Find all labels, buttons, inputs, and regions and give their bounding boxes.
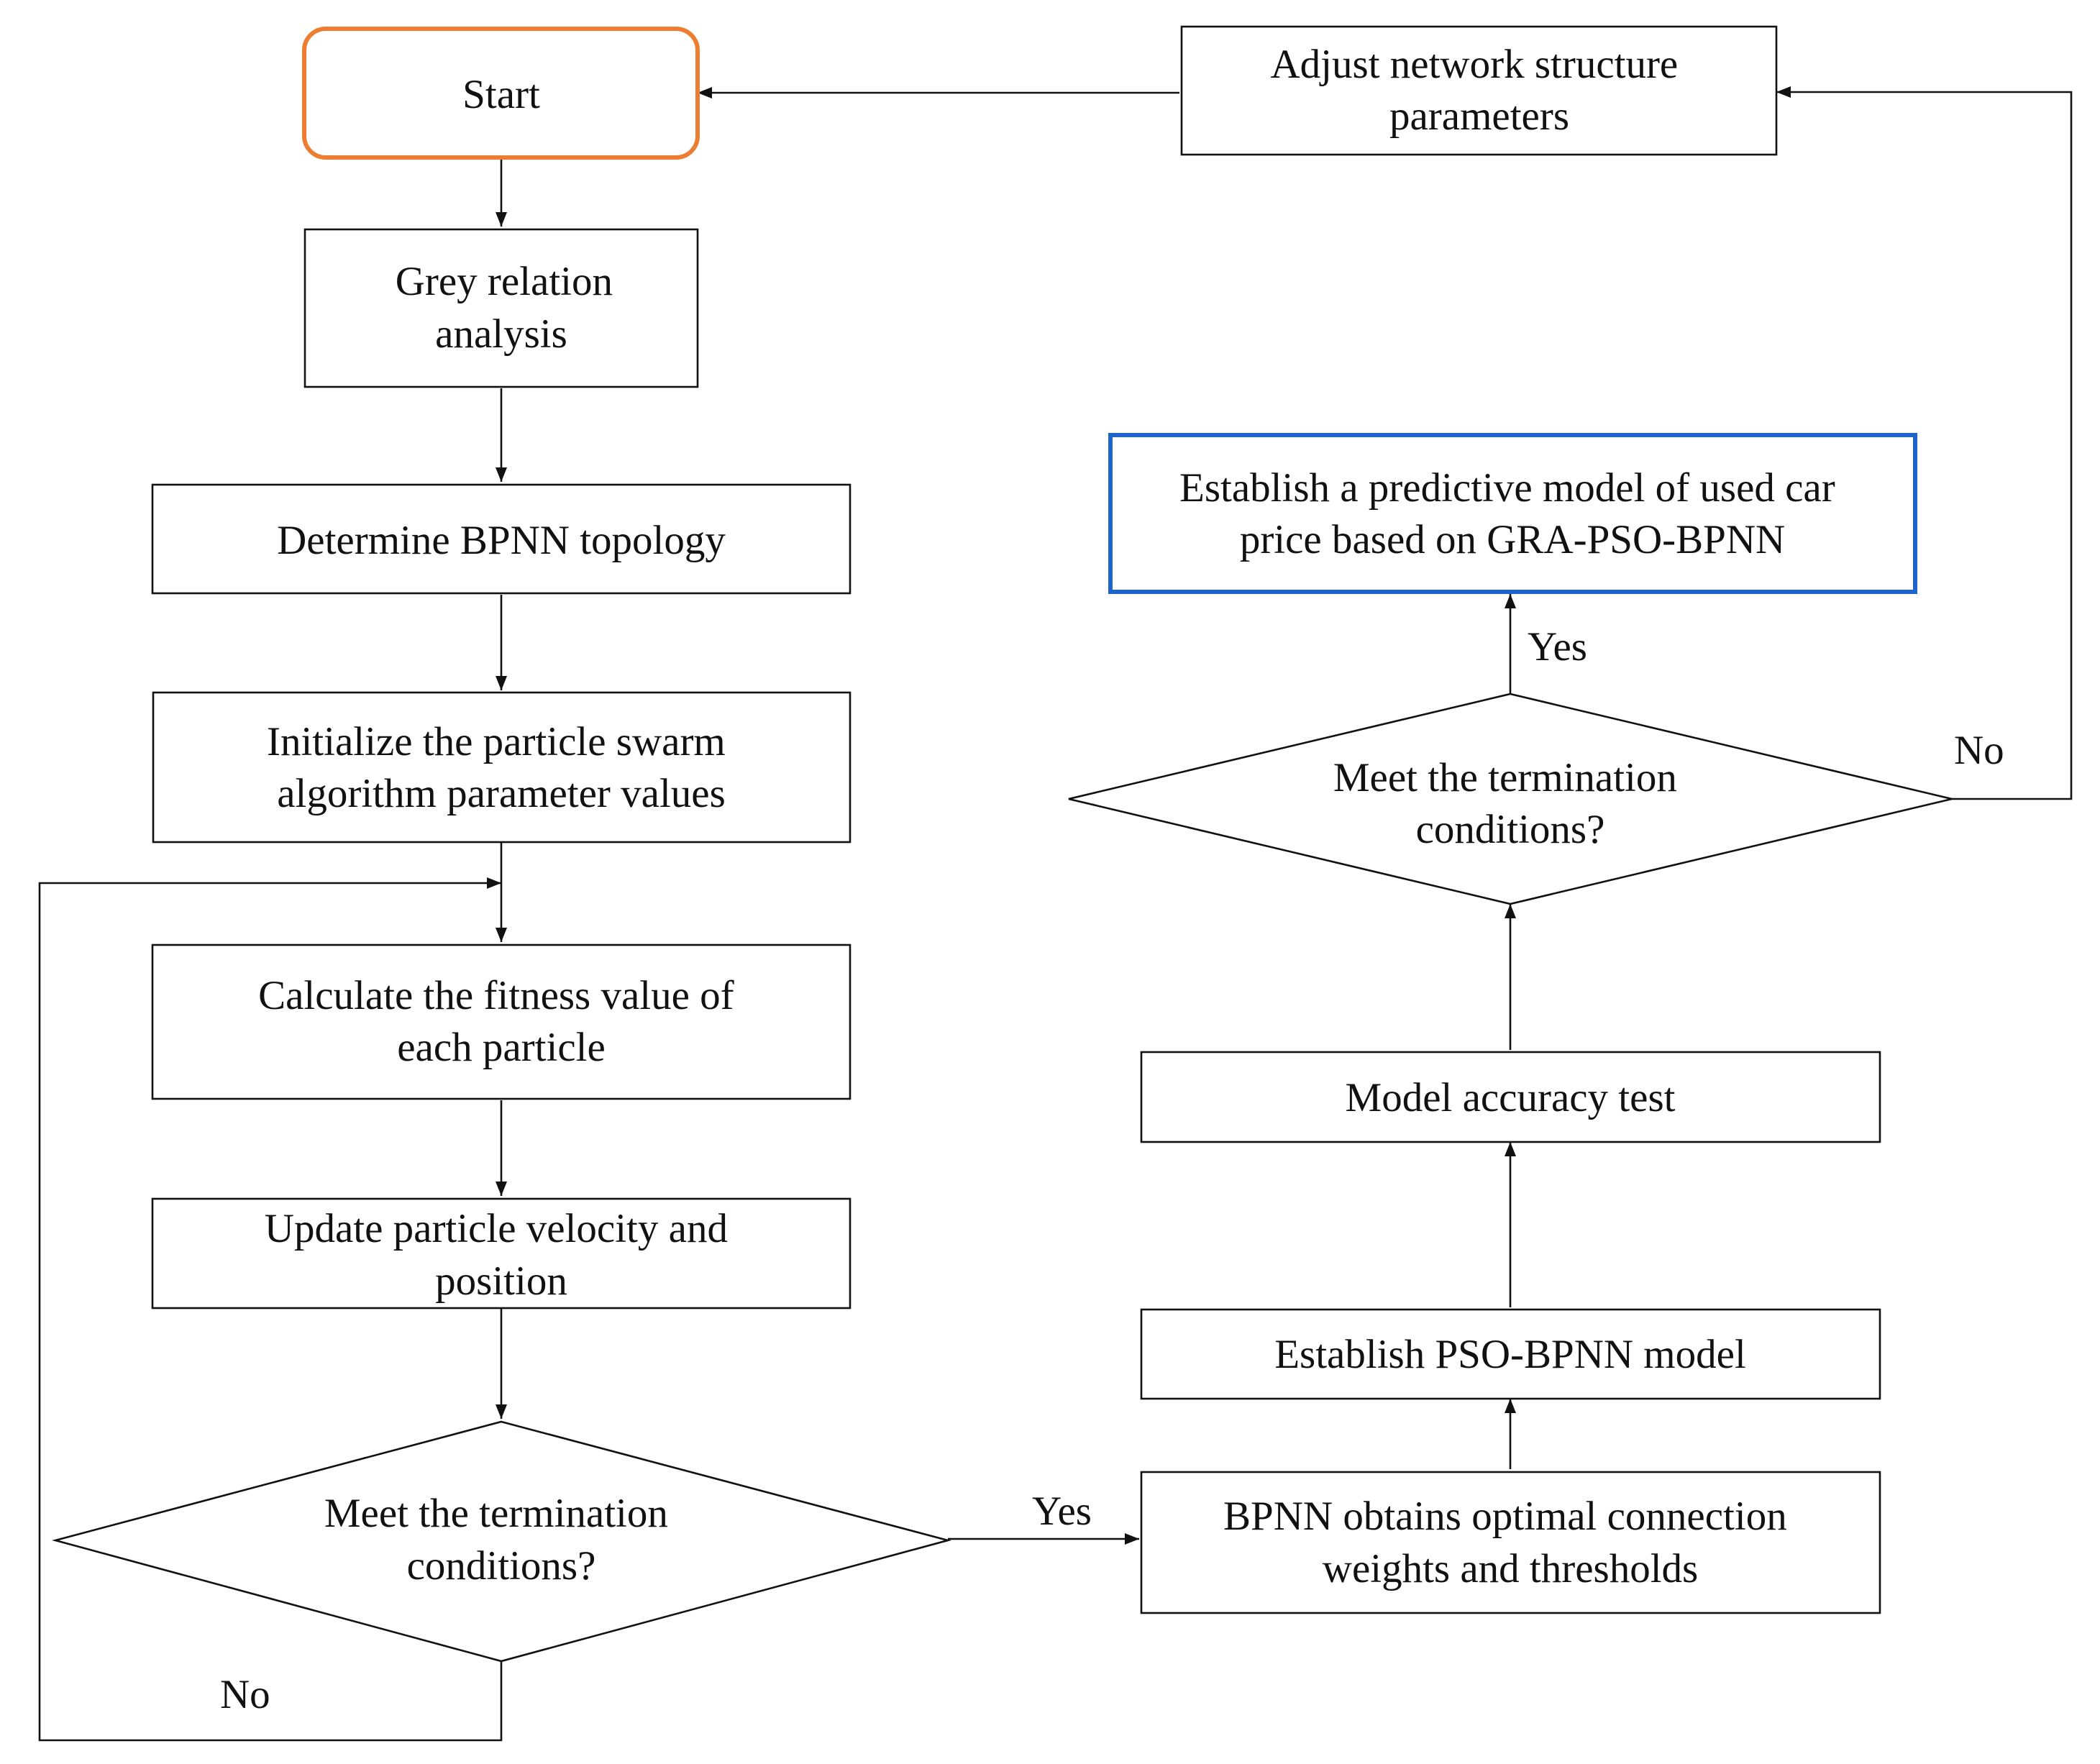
predictive-model-node[interactable]: Establish a predictive model of used car… bbox=[1108, 433, 1917, 594]
termination-right-label: Meet the termination conditions? bbox=[1333, 755, 1687, 852]
start-label: Start bbox=[462, 72, 540, 117]
predictive-model-label: Establish a predictive model of used car… bbox=[1179, 465, 1845, 562]
edge-no-to-adjust bbox=[1776, 86, 2073, 800]
edge-labels: Yes No Yes No bbox=[220, 624, 2004, 1717]
establish-pso-bpnn-node[interactable]: Establish PSO-BPNN model bbox=[1140, 1308, 1881, 1400]
no-label-left: No bbox=[220, 1672, 270, 1717]
initialize-pso-label-line-1: Initialize the particle swarm bbox=[267, 719, 726, 764]
bpnn-optimal-label-line-2: weights and thresholds bbox=[1323, 1546, 1698, 1591]
start-label-line-1: Start bbox=[462, 72, 540, 117]
termination-right-node[interactable]: Meet the termination conditions? bbox=[1068, 693, 1953, 905]
nodes: Start Grey relation analysis Determine B… bbox=[51, 25, 1953, 1663]
yes-label-right: Yes bbox=[1528, 624, 1587, 670]
update-particle-label-line-2: position bbox=[435, 1258, 567, 1304]
start-node[interactable]: Start bbox=[302, 27, 700, 160]
grey-relation-node[interactable]: Grey relation analysis bbox=[303, 228, 699, 388]
establish-pso-bpnn-label-line-1: Establish PSO-BPNN model bbox=[1274, 1332, 1746, 1377]
bpnn-optimal-label-line-1: BPNN obtains optimal connection bbox=[1223, 1494, 1787, 1539]
grey-relation-label: Grey relation analysis bbox=[396, 259, 624, 357]
calculate-fitness-label-line-2: each particle bbox=[397, 1025, 606, 1070]
model-accuracy-label-line-1: Model accuracy test bbox=[1346, 1075, 1676, 1120]
update-particle-label-line-1: Update particle velocity and bbox=[265, 1206, 728, 1251]
model-accuracy-label: Model accuracy test bbox=[1346, 1075, 1676, 1120]
termination-left-label-line-2: conditions? bbox=[407, 1543, 596, 1589]
initialize-pso-node[interactable]: Initialize the particle swarm algorithm … bbox=[152, 691, 852, 844]
termination-left-node[interactable]: Meet the termination conditions? bbox=[51, 1420, 952, 1663]
predictive-model-label-line-1: Establish a predictive model of used car bbox=[1179, 465, 1835, 511]
no-label-right: No bbox=[1954, 728, 2004, 773]
termination-right-label-line-1: Meet the termination bbox=[1333, 755, 1677, 800]
grey-relation-label-line-1: Grey relation bbox=[396, 259, 613, 304]
update-particle-node[interactable]: Update particle velocity and position bbox=[151, 1197, 852, 1310]
initialize-pso-label: Initialize the particle swarm algorithm … bbox=[267, 719, 736, 816]
adjust-network-node[interactable]: Adjust network structure parameters bbox=[1180, 25, 1778, 156]
calculate-fitness-label: Calculate the fitness value of each part… bbox=[258, 973, 744, 1070]
adjust-network-label: Adjust network structure parameters bbox=[1271, 42, 1689, 139]
predictive-model-label-line-2: price based on GRA-PSO-BPNN bbox=[1240, 517, 1785, 562]
establish-pso-bpnn-label: Establish PSO-BPNN model bbox=[1274, 1332, 1746, 1377]
edges bbox=[38, 86, 2073, 1742]
initialize-pso-label-line-2: algorithm parameter values bbox=[277, 771, 726, 816]
determine-topology-node[interactable]: Determine BPNN topology bbox=[151, 483, 852, 595]
determine-topology-label: Determine BPNN topology bbox=[277, 518, 726, 563]
determine-topology-label-line-1: Determine BPNN topology bbox=[277, 518, 726, 563]
bpnn-optimal-node[interactable]: BPNN obtains optimal connection weights … bbox=[1140, 1471, 1881, 1614]
grey-relation-label-line-2: analysis bbox=[435, 311, 567, 357]
termination-left-label-line-1: Meet the termination bbox=[324, 1491, 668, 1536]
calculate-fitness-label-line-1: Calculate the fitness value of bbox=[258, 973, 734, 1018]
bpnn-optimal-label: BPNN obtains optimal connection weights … bbox=[1223, 1494, 1797, 1591]
model-accuracy-node[interactable]: Model accuracy test bbox=[1140, 1051, 1881, 1143]
yes-label-left: Yes bbox=[1032, 1489, 1092, 1534]
update-particle-label: Update particle velocity and position bbox=[265, 1206, 738, 1304]
termination-right-label-line-2: conditions? bbox=[1416, 807, 1605, 852]
edge-no-loop-left bbox=[38, 877, 503, 1742]
calculate-fitness-node[interactable]: Calculate the fitness value of each part… bbox=[151, 943, 852, 1100]
adjust-network-label-line-1: Adjust network structure bbox=[1271, 42, 1679, 87]
termination-left-label: Meet the termination conditions? bbox=[324, 1491, 678, 1589]
adjust-network-label-line-2: parameters bbox=[1389, 93, 1569, 139]
